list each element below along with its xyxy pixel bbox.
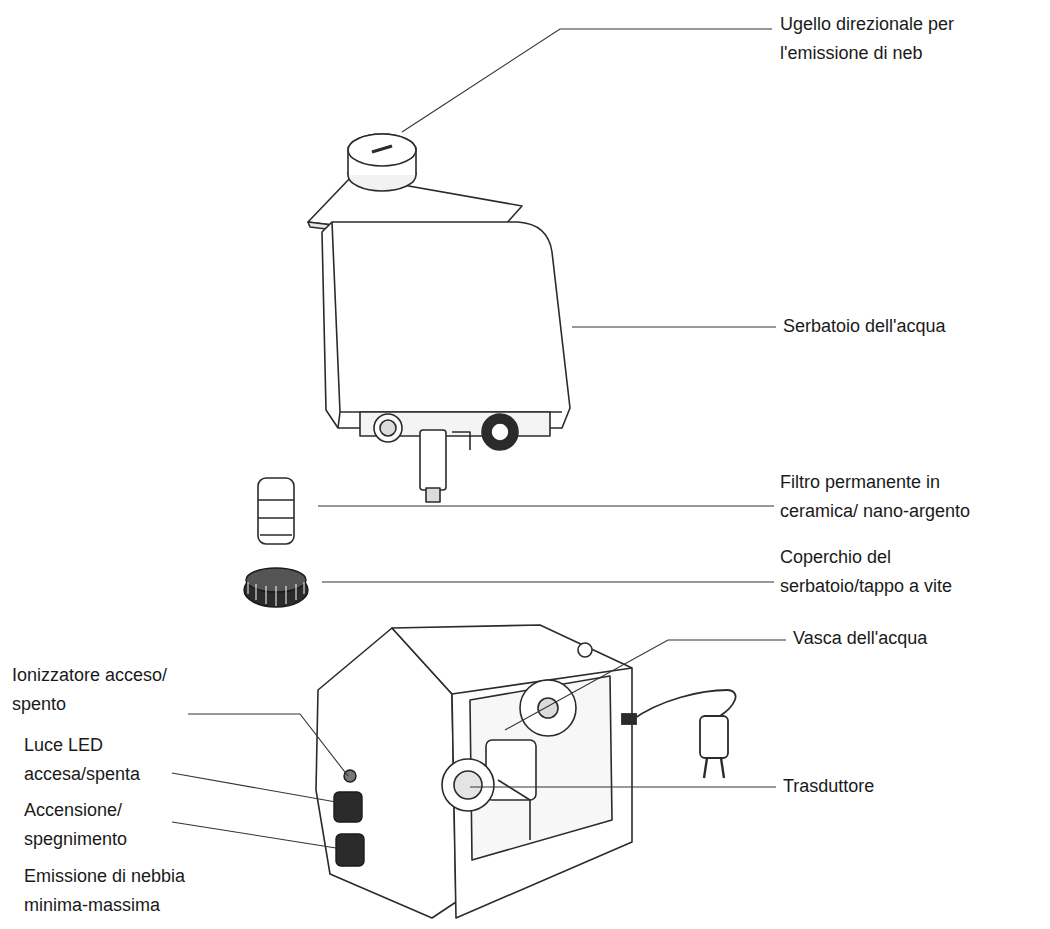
part-label: Ionizzatore acceso/ spento [12, 661, 182, 719]
base-unit [316, 625, 632, 918]
part-label: Accensione/ spegnimento [24, 796, 164, 854]
part-label: Vasca dell'acqua [793, 624, 1033, 653]
water-tank [322, 222, 570, 502]
control-buttons [334, 770, 364, 866]
part-label: Emissione di nebbia minima-massima [24, 862, 224, 920]
leader-lines [172, 29, 786, 848]
part-label: Luce LED accesa/spenta [24, 731, 164, 789]
part-label: Trasduttore [783, 772, 1023, 801]
part-label: Serbatoio dell'acqua [783, 312, 1023, 341]
part-label: Filtro permanente in ceramica/ nano-arge… [780, 468, 1020, 526]
screw-cap [244, 568, 308, 607]
power-cord [622, 690, 736, 778]
ceramic-filter [258, 478, 294, 544]
part-label: Coperchio del serbatoio/tappo a vite [780, 543, 1020, 601]
part-label: Ugello direzionale per l'emissione di ne… [780, 10, 1042, 68]
